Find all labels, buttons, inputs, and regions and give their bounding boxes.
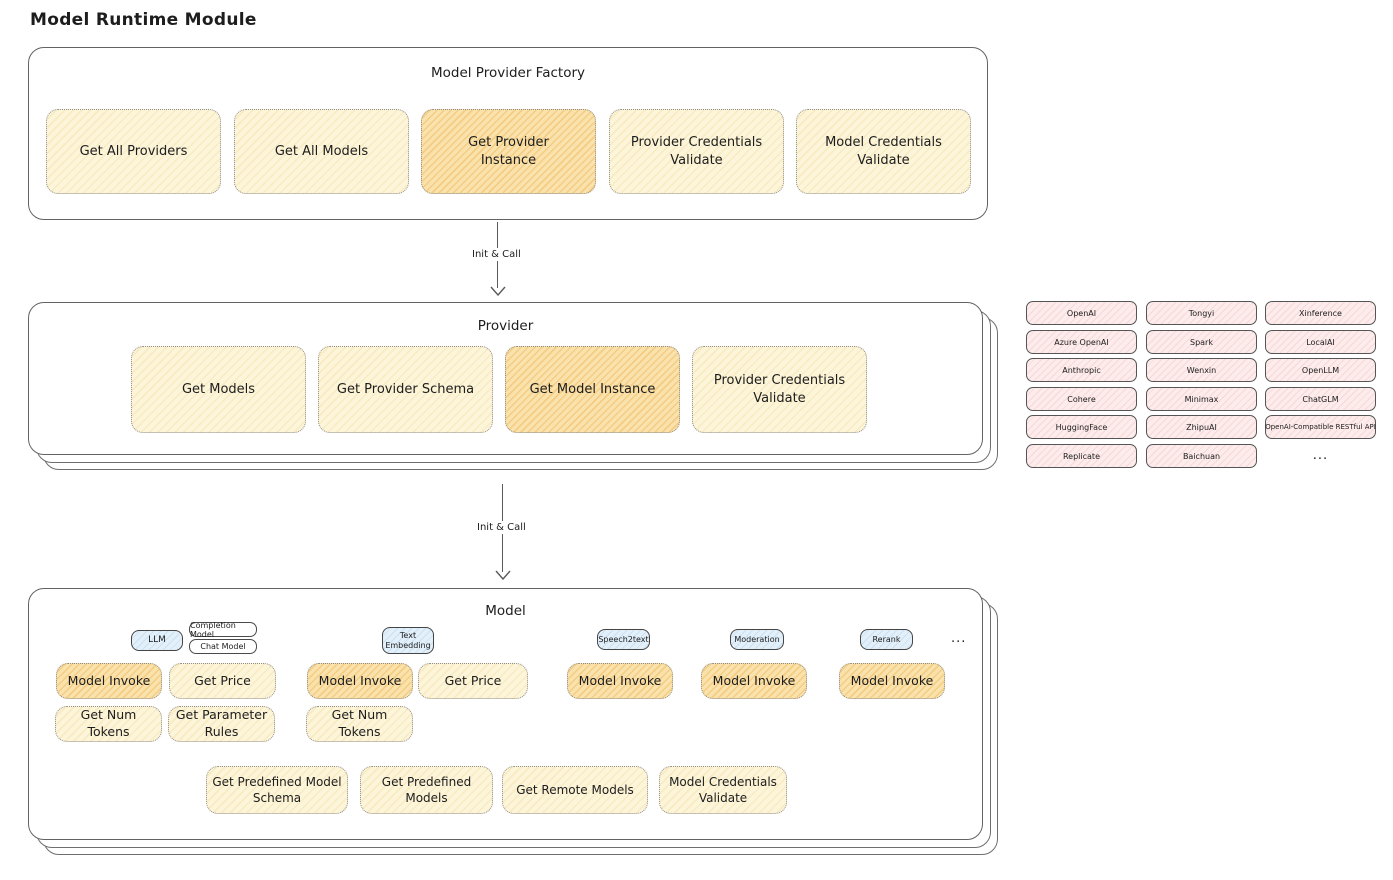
tab-rerank: Rerank: [860, 629, 913, 650]
node-embedding-get-price: Get Price: [418, 663, 528, 699]
model-title: Model: [485, 603, 526, 619]
provider-chip: Xinference: [1265, 301, 1376, 325]
node-get-predefined-model-schema: Get Predefined Model Schema: [206, 766, 348, 814]
tab-completion-model: Completion Model: [189, 621, 257, 639]
provider-chip: Tongyi: [1146, 301, 1257, 325]
provider-chip: Anthropic: [1026, 358, 1137, 382]
node-model-credentials-validate: Model Credentials Validate: [796, 109, 971, 194]
node-get-remote-models: Get Remote Models: [502, 766, 648, 814]
node-get-provider-schema: Get Provider Schema: [318, 346, 493, 433]
arrow-head-icon: [490, 286, 506, 296]
provider-chip: ChatGLM: [1265, 387, 1376, 411]
provider-chip: Azure OpenAI: [1026, 330, 1137, 354]
factory-panel: Model Provider Factory Get All Providers…: [28, 47, 988, 220]
provider-chip: OpenLLM: [1265, 358, 1376, 382]
node-get-models: Get Models: [131, 346, 306, 433]
node-get-all-providers: Get All Providers: [46, 109, 221, 194]
factory-title: Model Provider Factory: [430, 65, 585, 81]
tabs-more-dots: ...: [951, 631, 967, 646]
node-model-credentials-validate-2: Model Credentials Validate: [659, 766, 787, 814]
node-get-all-models: Get All Models: [234, 109, 409, 194]
node-llm-get-num-tokens: Get Num Tokens: [55, 706, 162, 742]
tab-speech2text: Speech2text: [597, 629, 650, 650]
node-get-predefined-models: Get Predefined Models: [360, 766, 493, 814]
node-speech-model-invoke: Model Invoke: [567, 663, 673, 699]
node-embedding-model-invoke: Model Invoke: [307, 663, 413, 699]
tab-llm: LLM: [131, 630, 183, 651]
provider-chip: Minimax: [1146, 387, 1257, 411]
provider-chip: Wenxin: [1146, 358, 1257, 382]
arrow-head-icon: [495, 570, 511, 580]
page-title: Model Runtime Module: [30, 10, 257, 30]
provider-chip: OpenAI: [1026, 301, 1137, 325]
arrow1-label: Init & Call: [468, 248, 525, 261]
node-rerank-model-invoke: Model Invoke: [839, 663, 945, 699]
node-get-provider-instance: Get Provider Instance: [421, 109, 596, 194]
node-embedding-get-num-tokens: Get Num Tokens: [306, 706, 413, 742]
node-provider-credentials-validate-2: Provider Credentials Validate: [692, 346, 867, 433]
provider-chip: Baichuan: [1146, 444, 1257, 468]
model-panel: Model LLM Completion Model Chat Model Te…: [28, 588, 983, 840]
tab-moderation: Moderation: [730, 629, 784, 650]
arrow2-label: Init & Call: [473, 521, 530, 534]
provider-chip: ZhipuAI: [1146, 415, 1257, 439]
provider-chip: LocalAI: [1265, 330, 1376, 354]
node-llm-get-price: Get Price: [169, 663, 276, 699]
node-llm-get-parameter-rules: Get Parameter Rules: [168, 706, 275, 742]
provider-chip: Cohere: [1026, 387, 1137, 411]
provider-chip: Replicate: [1026, 444, 1137, 468]
provider-chip: OpenAI-Compatible RESTful API: [1265, 415, 1376, 439]
providers-more-dots: ...: [1312, 448, 1329, 463]
node-provider-credentials-validate: Provider Credentials Validate: [609, 109, 784, 194]
provider-panel: Provider Get Models Get Provider Schema …: [28, 302, 983, 455]
node-llm-model-invoke: Model Invoke: [56, 663, 162, 699]
provider-chip: HuggingFace: [1026, 415, 1137, 439]
node-get-model-instance: Get Model Instance: [505, 346, 680, 433]
provider-title: Provider: [477, 318, 534, 334]
tab-text-embedding: Text Embedding: [382, 627, 434, 654]
node-moderation-model-invoke: Model Invoke: [701, 663, 807, 699]
tab-chat-model: Chat Model: [189, 639, 257, 654]
provider-chip: Spark: [1146, 330, 1257, 354]
